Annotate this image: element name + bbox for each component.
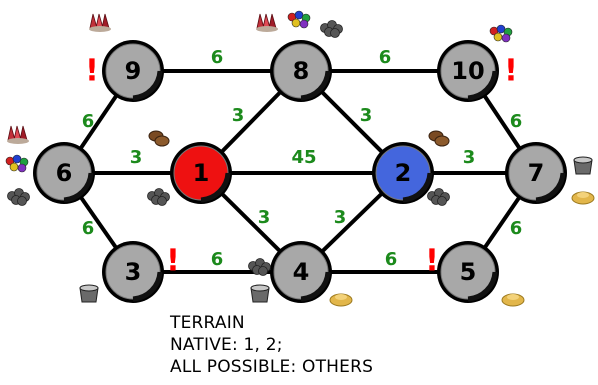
legend-title: TERRAIN bbox=[170, 313, 245, 333]
zone-ring-segment bbox=[402, 172, 433, 203]
warning-icon: ! bbox=[166, 244, 180, 279]
zone-3[interactable]: 3 bbox=[102, 241, 164, 303]
zone-9[interactable]: 9 bbox=[102, 40, 164, 102]
connection-value-6-3: 6 bbox=[82, 218, 95, 239]
connection-labels-layer: 6 6 6 6 3 3 3 45 3 6 6 3 3 6 6 bbox=[82, 47, 523, 270]
zone-ring-segment bbox=[200, 172, 231, 203]
ore-icon bbox=[427, 188, 450, 206]
gems-icon bbox=[5, 154, 29, 173]
zone-label-10: 10 bbox=[451, 57, 484, 85]
ore-icon bbox=[7, 188, 30, 206]
zone-2[interactable]: 2 bbox=[372, 142, 434, 204]
zone-10[interactable]: 10 bbox=[437, 40, 499, 102]
connection-value-6-1: 3 bbox=[130, 147, 143, 168]
connection-value-1-4: 3 bbox=[258, 207, 271, 228]
connection-value-8-2: 3 bbox=[360, 105, 373, 126]
connection-value-8-10: 6 bbox=[379, 47, 392, 68]
zone-label-6: 6 bbox=[56, 159, 73, 187]
zone-ring-segment bbox=[132, 70, 163, 101]
zone-label-8: 8 bbox=[293, 57, 310, 85]
connection-value-8-1: 3 bbox=[232, 105, 245, 126]
zone-label-2: 2 bbox=[395, 159, 412, 187]
warning-icon: ! bbox=[85, 54, 99, 89]
sulfur-icon bbox=[329, 293, 353, 307]
warnings-layer: !!!! bbox=[85, 54, 518, 279]
crystal-icon bbox=[89, 13, 111, 32]
zone-8[interactable]: 8 bbox=[270, 40, 332, 102]
connection-value-9-8: 6 bbox=[211, 47, 224, 68]
connection-value-2-7: 3 bbox=[463, 147, 476, 168]
zone-label-4: 4 bbox=[293, 258, 310, 286]
mercury-icon bbox=[573, 156, 593, 175]
resources-layer bbox=[5, 10, 595, 307]
zone-ring-segment bbox=[300, 271, 331, 302]
zone-ring-segment bbox=[63, 172, 94, 203]
terrain-legend: TERRAIN NATIVE: 1, 2; ALL POSSIBLE: OTHE… bbox=[170, 312, 373, 378]
mercury-icon bbox=[79, 284, 99, 303]
zone-7[interactable]: 7 bbox=[505, 142, 567, 204]
zone-1[interactable]: 1 bbox=[170, 142, 232, 204]
connection-value-7-5: 6 bbox=[510, 218, 523, 239]
sulfur-icon bbox=[501, 293, 525, 307]
warning-icon: ! bbox=[504, 54, 518, 89]
wood-icon bbox=[148, 130, 170, 147]
zone-label-1: 1 bbox=[193, 159, 210, 187]
legend-native: NATIVE: 1, 2; bbox=[170, 335, 283, 355]
wood-icon bbox=[428, 130, 450, 147]
sulfur-icon bbox=[571, 191, 595, 205]
connection-value-1-2: 45 bbox=[291, 147, 316, 168]
gems-icon bbox=[489, 24, 513, 43]
connection-value-10-7: 6 bbox=[510, 111, 523, 132]
warning-icon: ! bbox=[425, 244, 439, 279]
zone-ring-segment bbox=[132, 271, 163, 302]
crystal-icon bbox=[256, 13, 278, 32]
connection-value-2-4: 3 bbox=[334, 207, 347, 228]
zone-label-5: 5 bbox=[460, 258, 477, 286]
gems-icon bbox=[287, 10, 311, 29]
zone-label-7: 7 bbox=[528, 159, 545, 187]
crystal-icon bbox=[7, 125, 29, 144]
zone-ring-segment bbox=[535, 172, 566, 203]
zone-label-3: 3 bbox=[125, 258, 142, 286]
zone-5[interactable]: 5 bbox=[437, 241, 499, 303]
legend-all-possible: ALL POSSIBLE: OTHERS bbox=[170, 357, 374, 377]
zone-ring-segment bbox=[300, 70, 331, 101]
connection-value-3-4: 6 bbox=[211, 249, 224, 270]
connection-value-4-5: 6 bbox=[385, 249, 398, 270]
zone-4[interactable]: 4 bbox=[270, 241, 332, 303]
zone-ring-segment bbox=[467, 271, 498, 302]
ore-icon bbox=[320, 20, 343, 38]
zone-6[interactable]: 6 bbox=[33, 142, 95, 204]
ore-icon bbox=[248, 258, 271, 276]
connection-value-9-6: 6 bbox=[82, 111, 95, 132]
mercury-icon bbox=[250, 284, 270, 303]
ore-icon bbox=[147, 188, 170, 206]
zone-ring-segment bbox=[467, 70, 498, 101]
zone-label-9: 9 bbox=[125, 57, 142, 85]
